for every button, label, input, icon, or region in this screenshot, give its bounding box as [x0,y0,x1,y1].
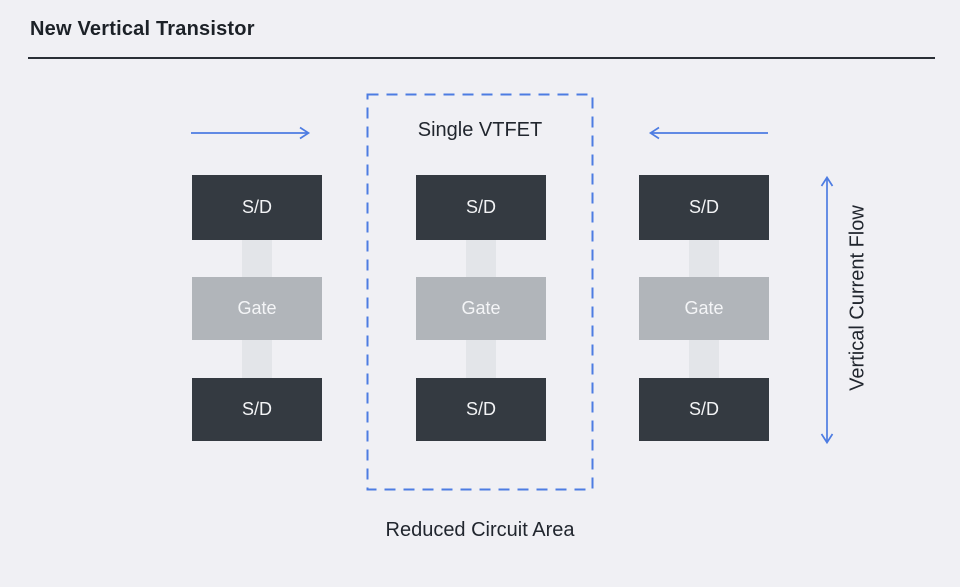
transistor-stack-center: S/D Gate S/D [416,175,546,441]
gate-block: Gate [639,277,769,340]
arrow-right-icon [191,126,311,140]
page-title: New Vertical Transistor [30,18,255,40]
sd-block: S/D [416,175,546,240]
arrow-vertical-double-icon [820,175,834,445]
single-vtfet-outline [366,93,594,491]
title-divider [28,57,935,59]
vertical-current-flow-label: Vertical Current Flow [846,205,869,391]
sd-block: S/D [639,378,769,441]
gate-block: Gate [192,277,322,340]
reduced-circuit-area-caption: Reduced Circuit Area [385,519,575,541]
sd-block: S/D [639,175,769,240]
gate-block: Gate [416,277,546,340]
dashed-box-label: Single VTFET [417,119,543,141]
sd-block: S/D [416,378,546,441]
sd-block: S/D [192,378,322,441]
transistor-stack-right: S/D Gate S/D [639,175,769,441]
transistor-stack-left: S/D Gate S/D [192,175,322,441]
arrow-left-icon [648,126,768,140]
sd-block: S/D [192,175,322,240]
